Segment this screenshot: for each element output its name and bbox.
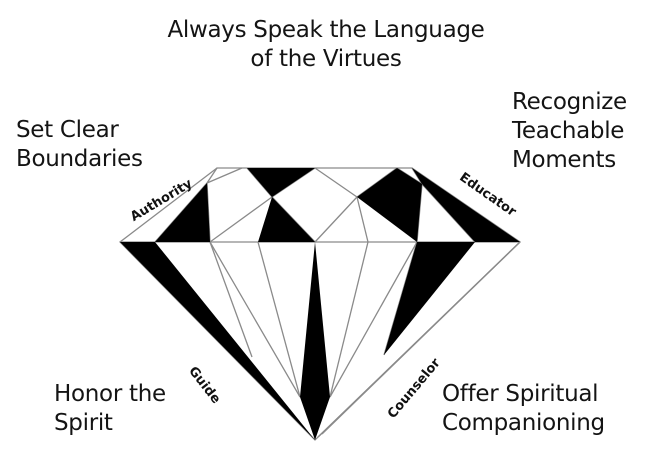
label-set-clear-boundaries: Set Clear Boundaries — [16, 116, 143, 174]
label-line: Boundaries — [16, 146, 143, 172]
label-line: Teachable — [512, 118, 625, 144]
label-offer-spiritual-companioning: Offer Spiritual Companioning — [442, 380, 605, 438]
label-line: Moments — [512, 147, 616, 173]
title-line-2: of the Virtues — [250, 46, 402, 72]
black-facets — [120, 168, 520, 440]
label-line: Companioning — [442, 410, 605, 436]
title: Always Speak the Language of the Virtues — [0, 16, 652, 74]
label-honor-the-spirit: Honor the Spirit — [54, 380, 166, 438]
label-line: Recognize — [512, 89, 627, 115]
label-line: Offer Spiritual — [442, 381, 599, 407]
label-line: Set Clear — [16, 117, 119, 143]
label-recognize-teachable-moments: Recognize Teachable Moments — [512, 88, 627, 175]
label-line: Spirit — [54, 410, 113, 436]
label-line: Honor the — [54, 381, 166, 407]
title-line-1: Always Speak the Language — [167, 17, 485, 43]
